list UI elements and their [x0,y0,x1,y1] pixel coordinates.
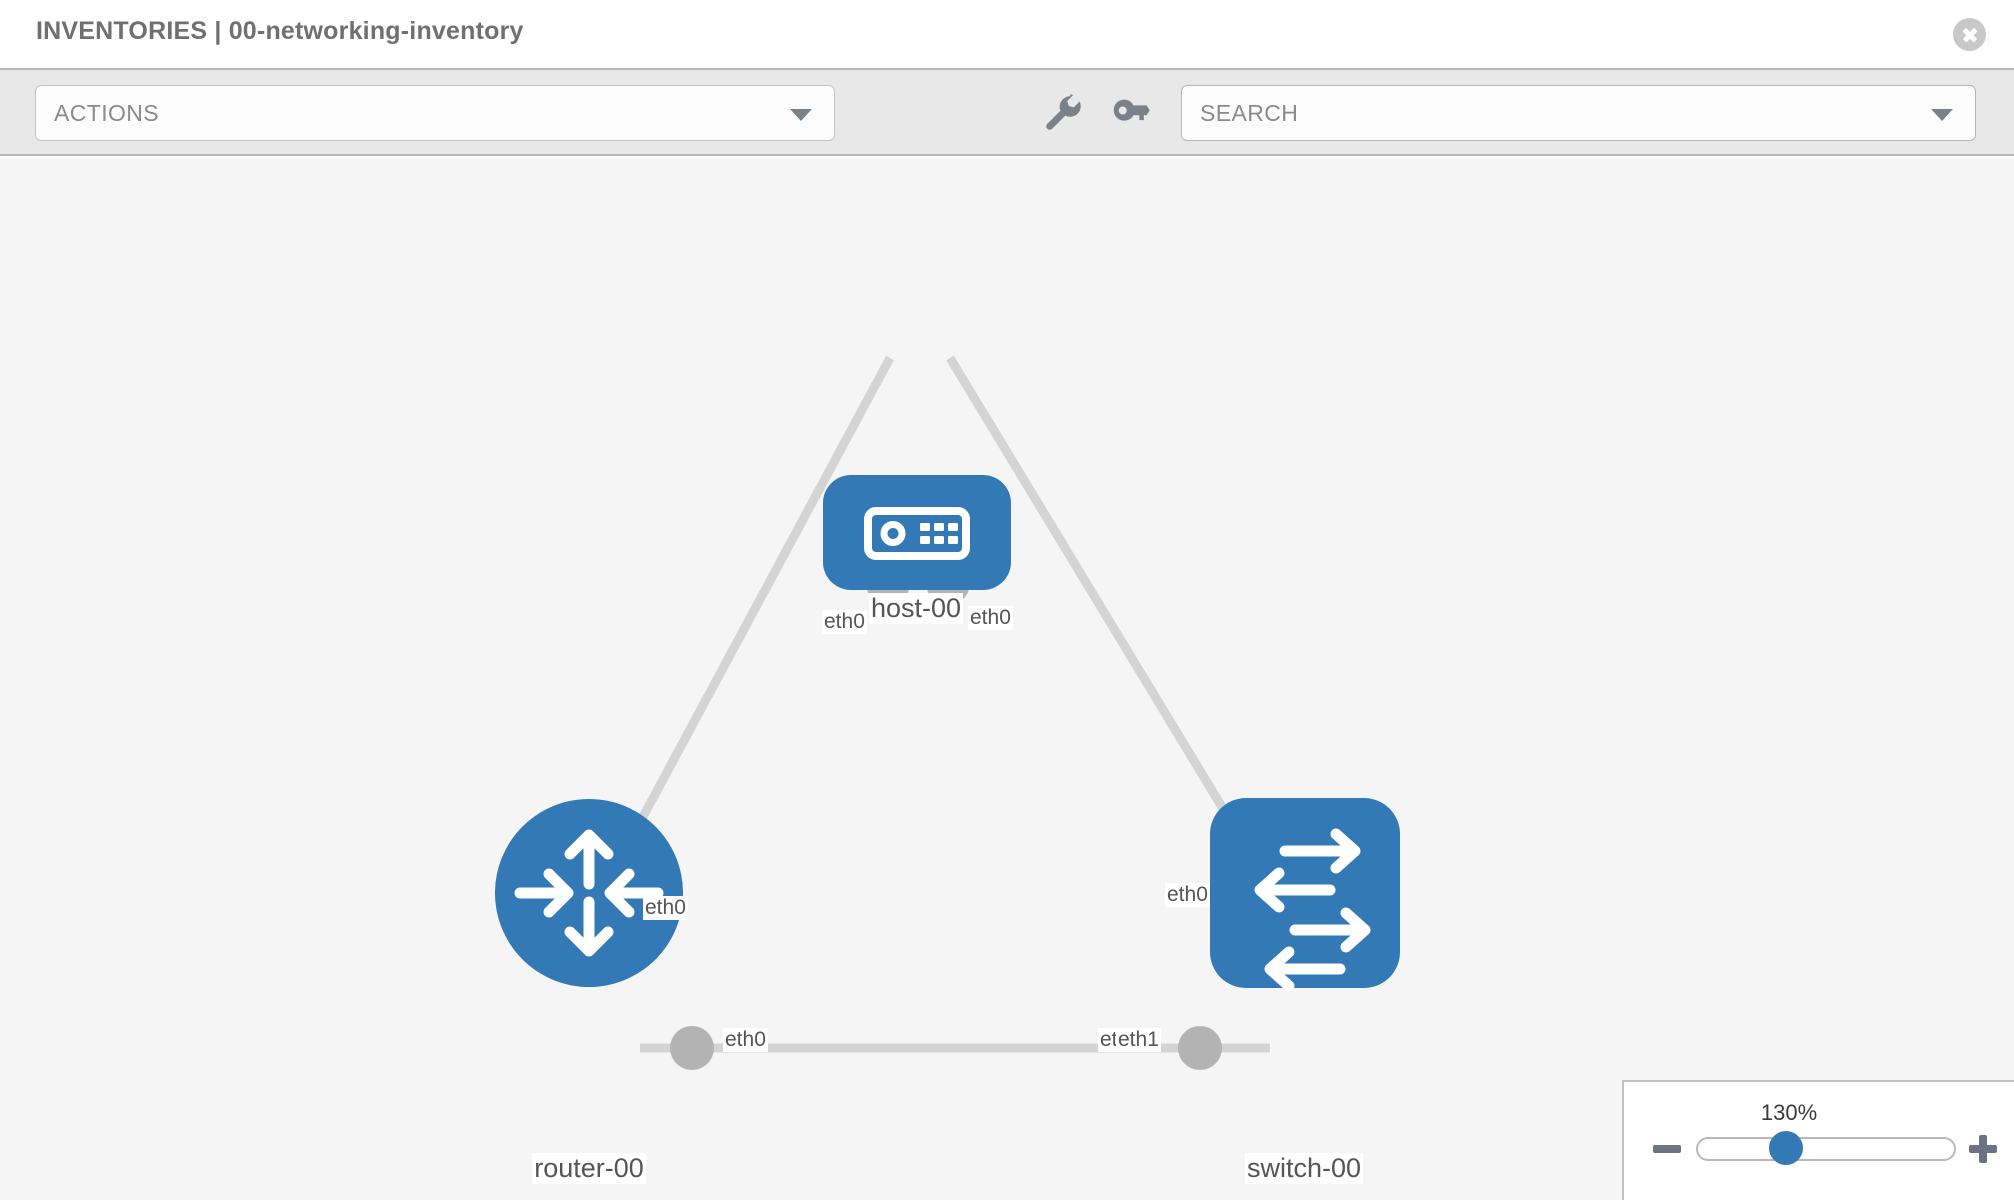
router-arrows-icon [514,829,664,957]
link-label-switch-eth1-west: eth1 [1116,1028,1161,1052]
zoom-out-button[interactable] [1653,1135,1681,1163]
search-input[interactable]: SEARCH [1181,85,1976,141]
link-label-router-eth0-east: eth0 [723,1028,768,1052]
node-host-00 [823,475,1011,590]
server-icon [864,507,970,560]
connector-router-east [670,1026,714,1070]
node-label-router-00: router-00 [532,1153,646,1184]
link-host-switch [946,355,1269,881]
key-icon[interactable] [1108,90,1154,136]
toolbar: ACTIONS SEARCH [0,68,2014,156]
node-switch-00 [1210,798,1400,992]
wrench-icon[interactable] [1040,90,1086,136]
topology-canvas[interactable]: host-00 router-00 switch-00 eth0 eth0 et… [0,158,2014,1200]
zoom-in-button[interactable] [1969,1135,1997,1163]
actions-dropdown[interactable]: ACTIONS [35,85,835,141]
zoom-slider-track[interactable] [1696,1137,1956,1161]
zoom-control-panel: 130% [1622,1080,2014,1200]
node-label-switch-00: switch-00 [1244,1153,1364,1184]
node-label-host-00: host-00 [868,593,964,624]
close-icon[interactable] [1953,18,1986,51]
chevron-down-icon [1931,109,1953,121]
link-label-host-eth0-right: eth0 [968,606,1013,630]
connector-switch-west [1178,1026,1222,1070]
topology-connectors [670,561,1256,1070]
page-header: INVENTORIES | 00-networking-inventory [0,0,2014,68]
topology-links [606,355,1270,1053]
zoom-level-value: 130% [1760,1100,1818,1125]
chevron-down-icon [790,109,812,121]
actions-dropdown-label: ACTIONS [54,100,160,126]
zoom-slider-handle[interactable] [1769,1131,1803,1165]
search-placeholder: SEARCH [1200,100,1299,126]
node-router-00 [495,799,683,987]
link-label-host-eth0-left: eth0 [822,610,867,634]
link-label-switch-eth0-north: eth0 [1165,883,1210,907]
link-host-router [606,355,894,881]
page-title: INVENTORIES | 00-networking-inventory [36,17,524,45]
switch-arrows-icon [1254,828,1371,992]
link-label-router-eth0-north: eth0 [643,896,688,920]
